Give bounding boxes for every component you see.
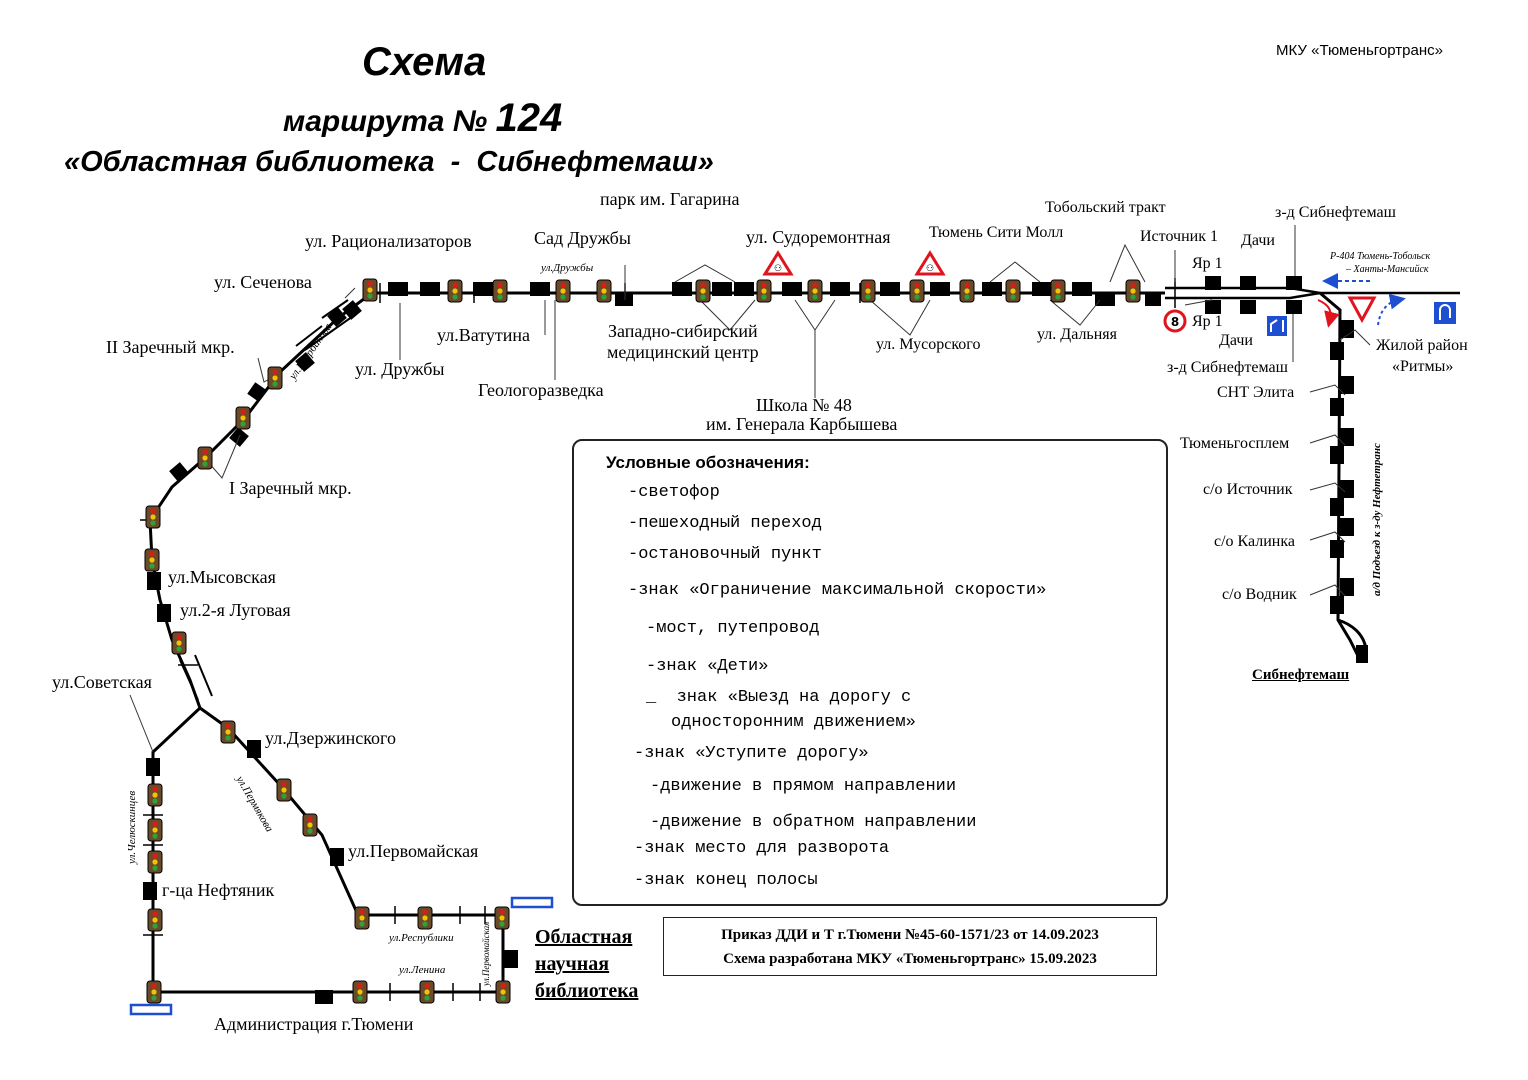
stop-label: з-д Сибнефтемаш (1167, 359, 1288, 376)
pedestrian-crossings (140, 278, 1176, 1001)
children-signs: ⚇ ⚇ (762, 250, 946, 276)
stop-label: ул. Мусорского (876, 336, 981, 353)
stop-label: Жилой район (1376, 337, 1468, 354)
stop-label: Тюмень Сити Молл (929, 224, 1064, 241)
stop-label: Сад Дружбы (534, 228, 631, 248)
stop-label: г-ца Нефтяник (162, 880, 275, 900)
stop-label: ул.Советская (52, 672, 152, 692)
stop-label: ул.2-я Луговая (180, 600, 291, 620)
stop-label: з-д Сибнефтемаш (1275, 204, 1396, 221)
order-line: Приказ ДДИ и Т г.Тюмени №45-60-1571/23 о… (721, 927, 1099, 943)
stop-label: Дачи (1219, 332, 1253, 349)
street-label: ул.Дружбы (541, 262, 594, 274)
stop-label: с/о Калинка (1214, 533, 1295, 550)
start-terminal: Областная научная библиотека (535, 924, 638, 1005)
end-terminal: Сибнефтемаш (1252, 667, 1350, 683)
stop-label: Яр 1 (1192, 255, 1223, 272)
street-label: ул.Челюскинцев (126, 790, 138, 864)
legend-item-crossing: -пешеходный переход (628, 514, 822, 533)
legend-item-one-way: _ знак «Выезд на дорогу с (646, 688, 912, 707)
legend-item-u-turn: -знак место для разворота (634, 839, 890, 858)
stop-label: «Ритмы» (1392, 358, 1454, 375)
route-number-line: маршрута № 124 (283, 96, 562, 141)
speed-limit-sign: 8 (1163, 309, 1187, 333)
stop-label: Источник 1 (1140, 228, 1218, 245)
stop-label: Тюменьгосплем (1180, 435, 1290, 452)
legend-item-children: -знак «Дети» (646, 657, 769, 676)
legend-item-forward: -движение в прямом направлении (650, 777, 957, 796)
lane-end-sign-icon (1267, 316, 1287, 336)
legend-item-one-way-cont: односторонним движением» (671, 713, 916, 732)
stop-label: Тобольский тракт (1045, 199, 1166, 216)
stop-label: Школа № 48 (756, 395, 852, 415)
street-label: Р-404 Тюмень-Тобольск (1330, 251, 1431, 262)
legend-item-reverse: -движение в обратном направлении (650, 813, 977, 832)
stop-label: им. Генерала Карбышева (706, 414, 898, 434)
stop-label: медицинский центр (607, 342, 759, 362)
stop-label: с/о Источник (1203, 481, 1293, 498)
svg-text:⚇: ⚇ (774, 264, 782, 274)
stop-label: СНТ Элита (1217, 384, 1295, 401)
stop-label: ул.Мысовская (168, 567, 276, 587)
stop-label: ул. Дружбы (355, 359, 445, 379)
legend-item-bus-stop: -остановочный пункт (628, 545, 822, 564)
street-label: ул.Республики (389, 932, 454, 944)
route-prefix: маршрута № (283, 105, 488, 138)
street-label: – Ханты-Мансийск (1346, 264, 1429, 275)
legend: Условные обозначения: -светофор -пешеход… (572, 439, 1168, 906)
stop-label: ул. Сеченова (214, 272, 312, 292)
legend-item-traffic-light: -светофор (628, 483, 720, 502)
start-terminal-line: научная (535, 953, 610, 975)
stop-label: ул. Судоремонтная (746, 227, 891, 247)
stop-label: парк им. Гагарина (600, 189, 740, 209)
svg-text:8: 8 (1171, 315, 1179, 329)
stop-label: ул.Ватутина (437, 325, 530, 345)
street-label: ул.Ленина (399, 964, 446, 976)
stop-label: I Заречный мкр. (229, 478, 352, 498)
forward-arrow-icon (1317, 299, 1340, 328)
order-line: Схема разработана МКУ «Тюменьгортранс» 1… (723, 951, 1097, 967)
route-name: «Областная библиотека - Сибнефтемаш» (64, 146, 714, 178)
legend-item-bridge: -мост, путепровод (646, 619, 820, 638)
page-title: Схема (362, 40, 487, 84)
leader-lines (129, 225, 1371, 753)
stop-label: Западно-сибирский (608, 321, 758, 341)
stop-label: Яр 1 (1192, 313, 1223, 330)
bus-stop-markers (143, 276, 1368, 1004)
svg-text:⚇: ⚇ (926, 264, 934, 274)
route-number: 124 (495, 96, 563, 140)
yield-sign-icon (1347, 296, 1377, 324)
one-way-exit-sign (129, 1003, 173, 1016)
start-terminal-line: Областная (535, 926, 633, 948)
stop-label: ул.Дзержинского (265, 728, 396, 748)
stop-label: Дачи (1241, 232, 1275, 249)
stop-label: ул.Первомайская (348, 841, 479, 861)
stop-label: ул. Рационализаторов (305, 231, 472, 251)
u-turn-sign-icon (1434, 302, 1456, 324)
legend-item-speed-limit: -знак «Ограничение максимальной скорости… (628, 581, 1047, 600)
street-label: ул.Первомайская (481, 921, 491, 986)
stop-label: Администрация г.Тюмени (214, 1014, 414, 1034)
street-label: а/д Подъезд к з-ду Нефтетранс (1371, 443, 1383, 596)
start-terminal-line: библиотека (535, 980, 639, 1002)
organization: МКУ «Тюменьгортранс» (1276, 42, 1443, 59)
stop-label: II Заречный мкр. (106, 337, 235, 357)
bridge-marks (179, 299, 357, 701)
order-note: Приказ ДДИ и Т г.Тюмени №45-60-1571/23 о… (663, 917, 1157, 976)
stop-label: ул. Дальняя (1037, 326, 1117, 343)
one-way-exit-sign (510, 896, 554, 909)
legend-item-lane-end: -знак конец полосы (634, 871, 818, 890)
legend-title: Условные обозначения: (606, 453, 810, 472)
stop-label: Геологоразведка (478, 380, 604, 400)
reverse-arrow-icon (1377, 293, 1406, 326)
legend-item-yield: -знак «Уступите дорогу» (634, 744, 869, 763)
stop-label: с/о Водник (1222, 586, 1297, 603)
